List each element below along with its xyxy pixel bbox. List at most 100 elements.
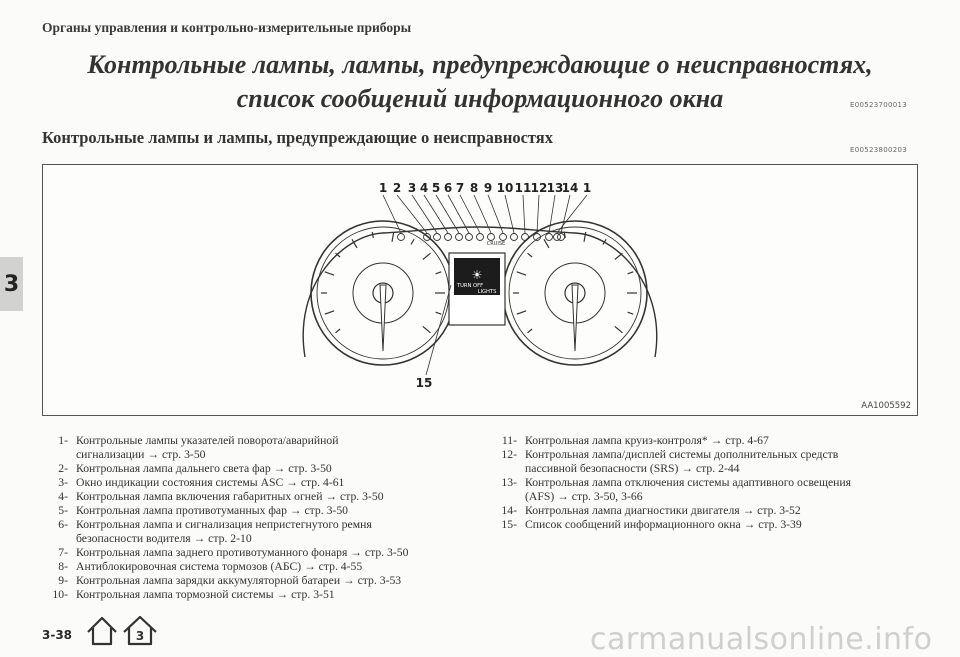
speedometer-tick: [563, 231, 566, 238]
speedometer-tick: [627, 271, 634, 275]
legend-item-number: 8-: [58, 560, 68, 573]
legend-item-number: 15-: [501, 518, 517, 531]
page-title-line1: Контрольные лампы, лампы, предупреждающи…: [87, 50, 873, 79]
warning-lamp-icon: [499, 233, 507, 241]
warning-lamp-icon: [521, 233, 529, 241]
callout-number: 9: [484, 181, 492, 195]
legend-item-text: Окно индикации состояния системы ASC → с…: [76, 476, 345, 489]
callout-leader-line: [536, 194, 540, 234]
section-subtitle: Контрольные лампы и лампы, предупреждающ…: [42, 128, 553, 147]
chapter-tab[interactable]: 3: [0, 257, 23, 311]
callout-leader-line: [447, 194, 470, 234]
callout-number: 14: [562, 181, 579, 195]
warning-lamp-icon: [533, 233, 541, 241]
legend-item-text: Контрольная лампа и сигнализация неприст…: [76, 518, 372, 531]
legend-item-number: 1-: [58, 434, 68, 447]
legend-item: 7- Контрольная лампа заднего противотуман…: [44, 546, 464, 560]
legend-item-number: 14-: [501, 504, 517, 517]
legend-item: 13- Контрольная лампа отключения системы …: [493, 476, 913, 504]
legend-item-text: Контрольная лампа отключения системы ада…: [525, 476, 852, 489]
speedometer-needle: [571, 284, 579, 352]
legend-item-text: (AFS) → стр. 3-50, 3-66: [525, 490, 643, 503]
chapter-home-icon[interactable]: 3: [123, 615, 157, 646]
legend-item-number: 5-: [58, 504, 68, 517]
info-display-screen: [454, 258, 500, 295]
legend-item-text: Контрольная лампа заднего противотуманно…: [76, 546, 409, 559]
callout-number: 1: [379, 181, 387, 195]
tachometer-tick: [422, 252, 431, 261]
tachometer-needle: [379, 284, 387, 352]
warning-lamp-icon: [433, 233, 441, 241]
callout-leader-line: [382, 194, 402, 234]
nav-icons: 3: [84, 612, 164, 653]
legend-item: 12-Контрольная лампа/дисплей системы доп…: [493, 448, 913, 476]
legend-item-text: Контрольная лампа круиз-контроля* → стр.…: [525, 434, 769, 447]
callout-number: 10: [497, 181, 514, 195]
tachometer-tick: [371, 231, 374, 238]
callout-number: 8: [470, 181, 478, 195]
warning-lamp-icon: [455, 233, 463, 241]
speedometer-tick: [614, 325, 623, 334]
legend-item-number: 13-: [501, 476, 517, 489]
warning-lamp-icon: [423, 233, 431, 241]
speedometer-tick: [516, 310, 527, 315]
cruise-lamp-label: CRUISE: [487, 241, 505, 247]
tachometer-tick: [324, 271, 335, 276]
legend-item-text: Контрольные лампы указателей поворота/ав…: [76, 434, 339, 447]
speedometer-tick: [527, 252, 533, 258]
legend-item-text: Список сообщений информационного окна → …: [525, 518, 802, 531]
callout-leader-line: [487, 194, 504, 234]
warning-lamp-icon: [510, 233, 518, 241]
tachometer-tick: [410, 239, 415, 245]
legend-item: 9-Контрольная лампа зарядки аккумуляторн…: [44, 574, 464, 588]
legend-item-text: Контрольная лампа зарядки аккумуляторной…: [76, 574, 402, 587]
display-message-line2: LIGHTS: [478, 289, 497, 295]
callout-leader-line: [522, 194, 526, 234]
legend-item: 2- Контрольная лампа дальнего света фар →…: [44, 462, 464, 476]
tachometer-tick: [435, 311, 442, 315]
callout-number-bottom: 15: [416, 376, 433, 390]
legend-item-text: Контрольная лампа дальнего света фар → с…: [76, 462, 332, 475]
tachometer-tick: [391, 231, 395, 242]
legend-item-number: 3-: [58, 476, 68, 489]
headlight-icon: ☀: [472, 268, 483, 282]
display-message-line1: TURN OFF: [456, 283, 483, 289]
legend-item: 4-Контрольная лампа включения габаритных…: [44, 490, 464, 504]
warning-lamp-icon: [444, 233, 452, 241]
legend-item: 6-Контрольная лампа и сигнализация непри…: [44, 518, 464, 546]
tachometer-tick: [324, 310, 335, 315]
tachometer-tick: [435, 271, 442, 275]
callout-leader-line: [411, 194, 438, 234]
figure-code: AA1005592: [861, 401, 911, 411]
callout-leader-line: [504, 194, 515, 234]
legend-item-number: 2-: [58, 462, 68, 475]
speedometer-tick: [627, 311, 634, 315]
nav-chapter-number: 3: [136, 629, 144, 643]
page-number: 3-38: [42, 628, 73, 642]
legend-item: 5- Контрольная лампа противотуманных фар …: [44, 504, 464, 518]
home-icon[interactable]: [87, 616, 117, 646]
callout-number: 7: [456, 181, 464, 195]
callout-number: 5: [432, 181, 440, 195]
callout-number: 13: [547, 181, 564, 195]
callout-number: 11: [515, 181, 532, 195]
title-code: E00523700013: [850, 101, 908, 109]
warning-lamp-icon: [397, 233, 405, 241]
legend-item-text: Контрольная лампа противотуманных фар → …: [76, 504, 349, 517]
callout-number: 4: [420, 181, 428, 195]
callout-number: 1: [583, 181, 591, 195]
warning-lamp-icon: [465, 233, 473, 241]
speedometer-tick: [614, 252, 623, 261]
legend-item-text: Контрольная лампа включения габаритных о…: [76, 490, 384, 503]
callout-leader-line: [435, 194, 460, 234]
warning-lamp-icon: [487, 233, 495, 241]
callout-leader-line: [473, 194, 492, 234]
callout-number: 6: [444, 181, 452, 195]
callout-number: 3: [408, 181, 416, 195]
warning-lamp-icon: [553, 233, 561, 241]
speedometer-tick: [602, 239, 607, 245]
legend-item-number: 7-: [58, 546, 68, 559]
speedometer-tick: [516, 271, 527, 276]
